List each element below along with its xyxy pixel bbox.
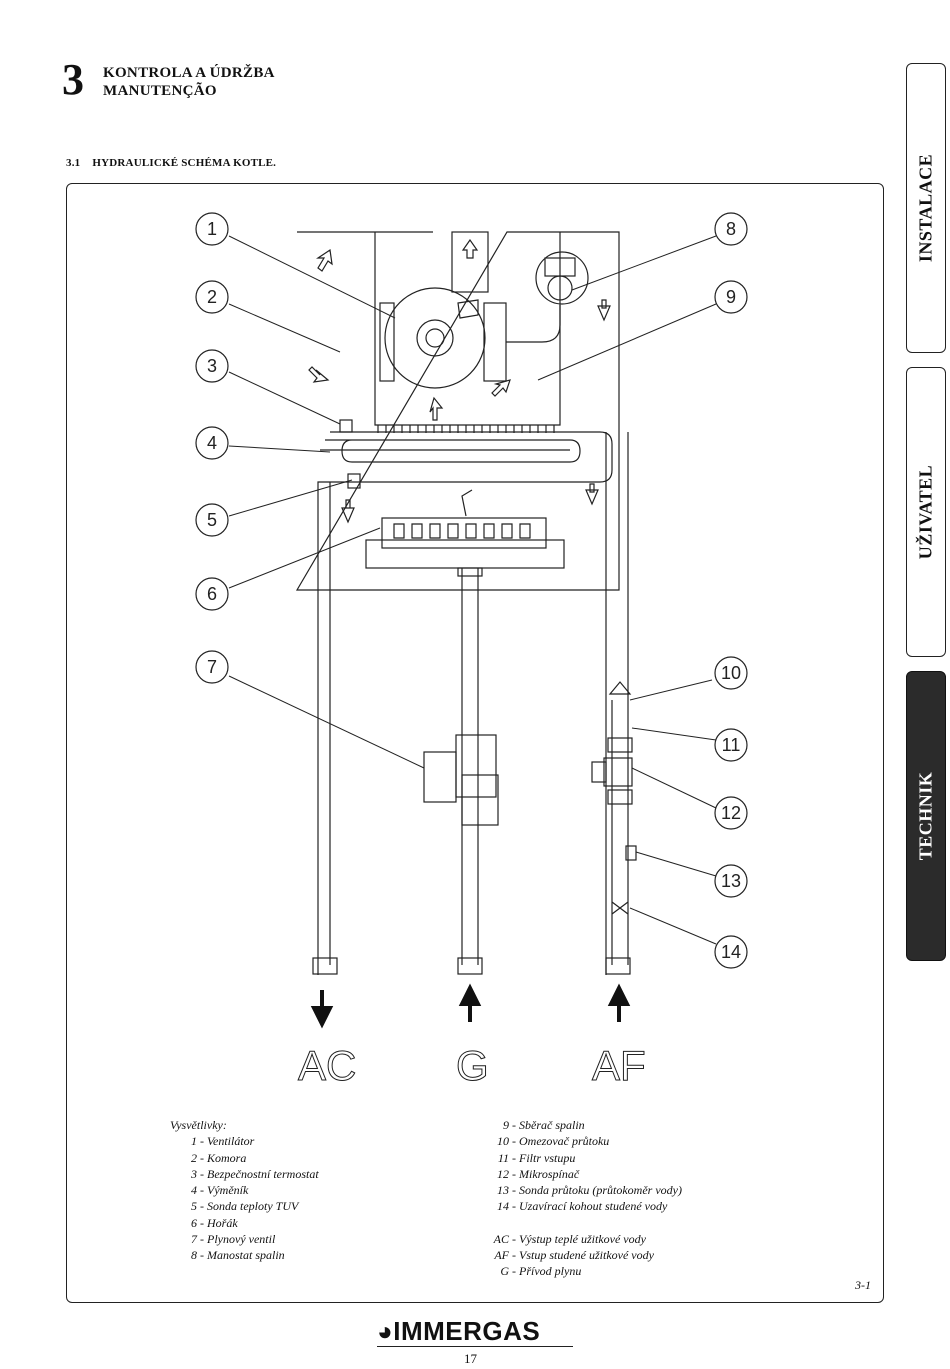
safety-thermostat — [339, 419, 353, 433]
callout-4: 4 — [207, 433, 217, 453]
legend-item: 2 - Komora — [191, 1150, 247, 1165]
flow-limiter — [608, 681, 632, 695]
legend-title: Vysvětlivky: — [170, 1118, 227, 1132]
label-af: AF — [592, 1042, 646, 1089]
label-g: G — [456, 1042, 489, 1089]
flue-outlet — [451, 231, 489, 293]
cold-water-pipe — [605, 432, 629, 975]
callout-5: 5 — [207, 510, 217, 530]
exchanger-loop — [317, 431, 613, 975]
legend-left: Vysvětlivky: 1 - Ventilátor 2 - Komora 3… — [170, 1117, 319, 1264]
section-title-text: HYDRAULICKÉ SCHÉMA KOTLE. — [92, 157, 277, 169]
legend-connection: AF - Vstup studené užitkové vody — [494, 1248, 654, 1263]
chapter-title-line1: KONTROLA A ÚDRŽBA — [103, 65, 275, 81]
callout-10: 10 — [721, 663, 741, 683]
figure-reference: 3-1 — [855, 1278, 871, 1292]
legend-item: 3 - Bezpečnostní termostat — [191, 1166, 319, 1181]
tab-user[interactable]: UŽIVATEL — [906, 367, 946, 657]
section-number: 3.1 — [66, 157, 81, 169]
callout-6: 6 — [207, 584, 217, 604]
callout-circles — [195, 212, 748, 969]
figure-frame — [66, 183, 884, 1303]
connection-labels: AC G AF — [298, 1042, 647, 1090]
legend-item: 12 - Mikrospínač — [497, 1166, 580, 1181]
legend-item: 11 - Filtr vstupu — [497, 1150, 576, 1165]
flue-arrow — [461, 238, 479, 259]
flue-pressostat — [535, 251, 589, 305]
callout-7: 7 — [207, 657, 217, 677]
legend-item: 5 - Sonda teploty TUV — [191, 1199, 299, 1214]
callout-11: 11 — [722, 735, 741, 755]
chapter-title: KONTROLA A ÚDRŽBA MANUTENÇÃO — [103, 64, 275, 100]
boiler-casing — [295, 231, 620, 591]
page-number: 17 — [464, 1351, 477, 1366]
flow-sensor — [625, 845, 637, 861]
callout-8: 8 — [726, 219, 736, 239]
legend-item: 10 - Omezovač průtoku — [497, 1134, 610, 1149]
cold-water-tap — [611, 901, 629, 915]
burner — [381, 517, 547, 549]
chapter-title-line2: MANUTENÇÃO — [103, 83, 217, 99]
legend-connection: G - Přívod plynu — [500, 1264, 582, 1279]
tab-technician[interactable]: TECHNIK — [906, 671, 946, 961]
legend-item: 1 - Ventilátor — [191, 1134, 255, 1149]
legend-item: 14 - Uzavírací kohout studené vody — [497, 1199, 668, 1214]
chapter-number: 3 — [62, 55, 84, 104]
label-ac: AC — [298, 1042, 356, 1089]
combustion-chamber — [374, 232, 561, 426]
legend-item: 8 - Manostat spalin — [191, 1248, 285, 1263]
callout-3: 3 — [207, 356, 217, 376]
fan — [384, 287, 486, 389]
callout-14: 14 — [721, 942, 741, 962]
logo-mark-icon: ◕ — [377, 1316, 394, 1346]
microswitch — [603, 757, 633, 787]
callout-2: 2 — [207, 287, 217, 307]
legend-connection: AC - Výstup teplé užitkové vody — [493, 1231, 646, 1246]
legend-item: 7 - Plynový ventil — [191, 1232, 276, 1247]
callout-9: 9 — [726, 287, 736, 307]
gas-pipe — [461, 568, 479, 965]
legend-right: 9 - Sběrač spalin 10 - Omezovač průtoku … — [480, 1117, 682, 1280]
logo-underline — [377, 1346, 573, 1347]
callout-12: 12 — [721, 803, 741, 823]
legend-item: 9 - Sběrač spalin — [503, 1118, 585, 1132]
legend-item: 6 - Hořák — [191, 1215, 238, 1230]
legend-item: 13 - Sonda průtoku (průtokoměr vody) — [497, 1183, 682, 1198]
brand-logo: ◕IMMERGAS — [377, 1316, 541, 1346]
callout-13: 13 — [721, 871, 741, 891]
gas-valve — [423, 751, 457, 803]
callout-1: 1 — [207, 219, 217, 239]
heat-exchanger — [325, 439, 581, 463]
inlet-filter — [607, 737, 633, 753]
legend-item: 4 - Výměník — [191, 1183, 249, 1198]
tab-installer[interactable]: INSTALACE — [906, 63, 946, 353]
section-title: 3.1 HYDRAULICKÉ SCHÉMA KOTLE. — [66, 157, 276, 169]
